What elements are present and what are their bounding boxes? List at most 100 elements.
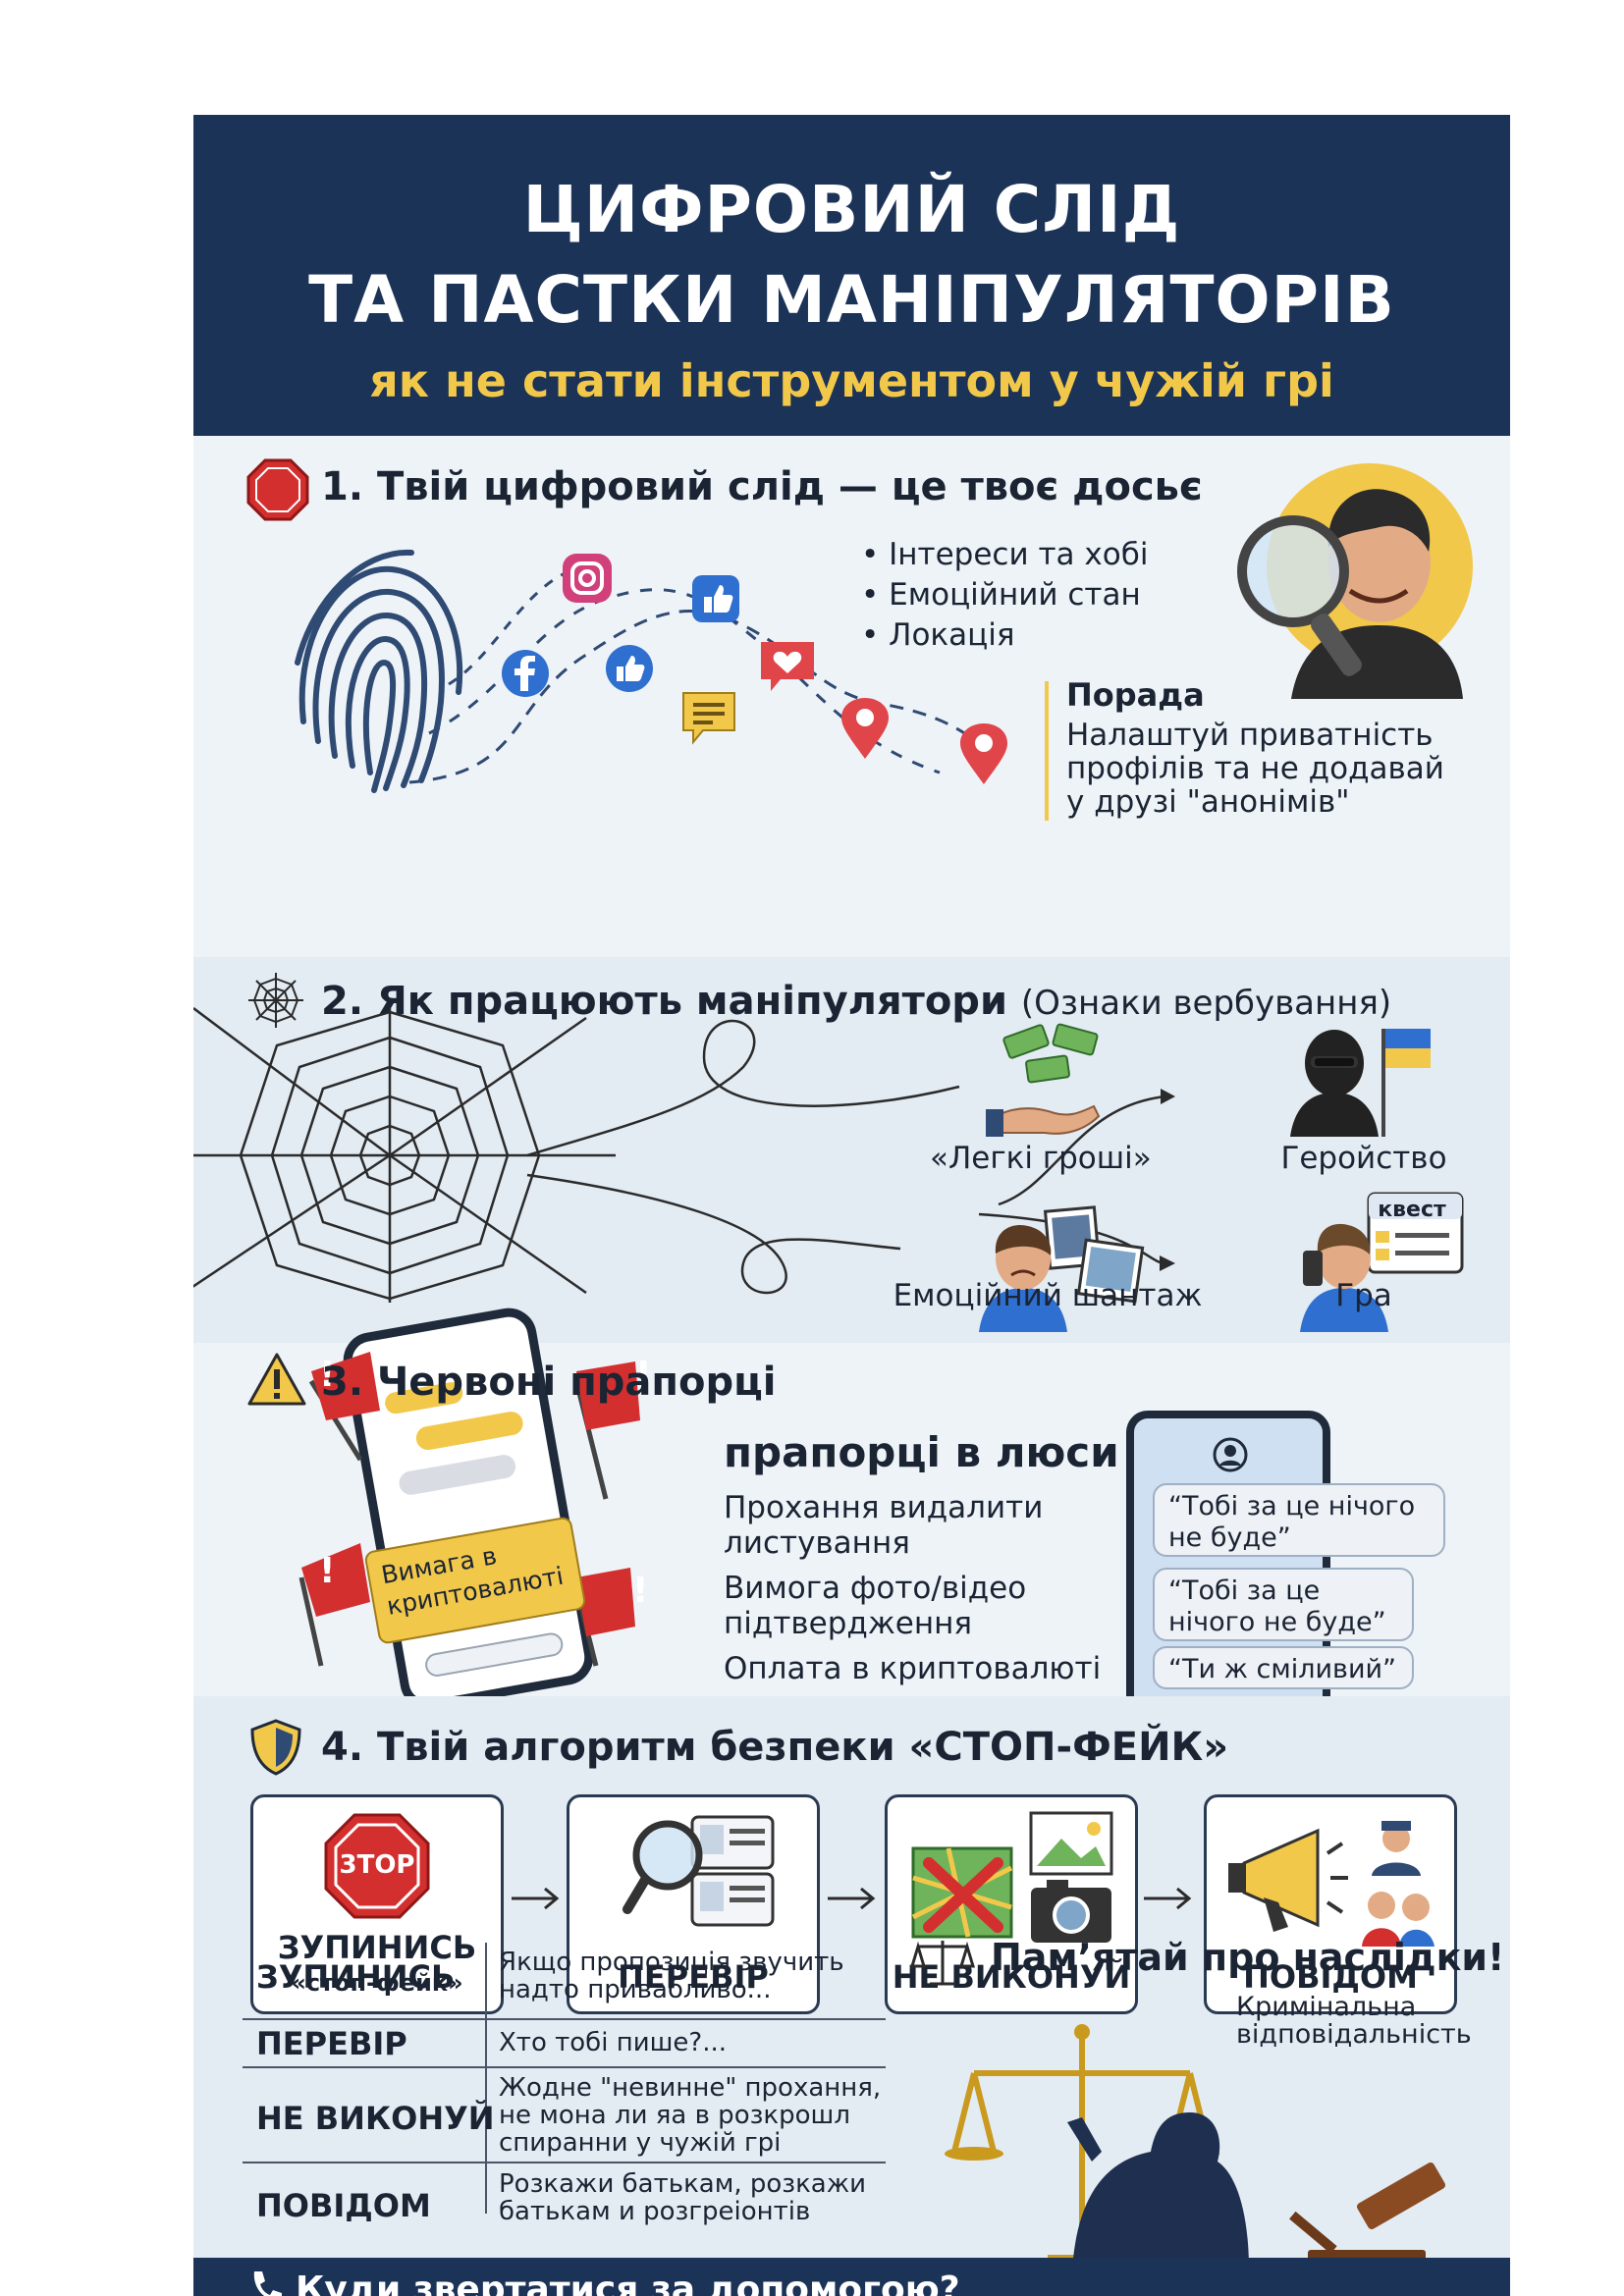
step-sublabel: «стоп-фейк»: [291, 1969, 463, 1997]
chat-line: нічого не буде”: [1168, 1607, 1386, 1637]
chat-line: “Тобі за це: [1168, 1575, 1321, 1606]
section2-title-text: 2. Як працюють маніпулятори: [321, 979, 1007, 1024]
masked-recruiter-flag-icon: [1290, 1029, 1431, 1137]
quest-label: квест: [1378, 1198, 1446, 1222]
bullet-item: • Емоційний стан: [861, 577, 1141, 613]
arrow-right-icon: [512, 1887, 560, 1910]
infographic-poster: ЦИФРОВИЙ СЛІД ТА ПАСТКИ МАНІПУЛЯТОРІВ як…: [193, 115, 1510, 2296]
chat-message-icon: [682, 692, 735, 745]
spiderweb-icon: [248, 973, 303, 1028]
step-card-verify: ПЕРЕВІР: [567, 1794, 820, 2014]
table-divider: [243, 2162, 886, 2163]
tip-title: Порада: [1066, 676, 1205, 714]
heart-message-icon: [761, 642, 814, 691]
chat-line: “Тобі за це нічого: [1168, 1491, 1416, 1522]
manipulator-magnifier-illustration: [1237, 463, 1473, 699]
consequences-line: відповідальність: [1236, 2019, 1472, 2050]
step-label: ЗУПИНИСЬ: [277, 1929, 477, 1966]
bullet-text: Локація: [889, 617, 1015, 653]
step-label: ПЕРЕВІР: [618, 1958, 769, 1996]
section2-title: 2. Як працюють маніпулятори (Ознаки верб…: [321, 979, 1391, 1024]
table-divider: [243, 2066, 886, 2068]
step-card-stop: 3TOP ЗУПИНИСЬ «стоп-фейк»: [250, 1794, 504, 2014]
tip-line: профілів та не додавай: [1066, 751, 1444, 786]
boy-phone-quest-icon: [1300, 1192, 1464, 1332]
stop-sign-icon: [324, 1813, 430, 1919]
caption-game: Гра: [1335, 1278, 1392, 1313]
table-key: НЕ ВИКОНУЙ: [256, 2100, 495, 2137]
red-flag-item-line: підтвердження: [724, 1606, 973, 1641]
title-line-1: ЦИФРОВИЙ СЛІД: [522, 172, 1181, 247]
table-key: ПЕРЕВІР: [256, 2025, 407, 2062]
table-key: ПОВІДОМ: [256, 2187, 431, 2224]
like-badge-icon: [692, 575, 739, 622]
spiderweb-illustration: [193, 1007, 960, 1303]
stop-octagon-icon: [246, 458, 309, 521]
phone-red-flags-illustration: [298, 1308, 640, 1710]
bullet-item: • Локація: [861, 617, 1015, 653]
facebook-icon: [502, 650, 549, 697]
table-value-line: Якщо пропозиція звучить: [499, 1948, 844, 1977]
user-avatar-icon: [1213, 1437, 1248, 1472]
section3-title: 3. Червоні прапорці: [321, 1360, 777, 1405]
stop-sign-text: 3TOP: [339, 1850, 415, 1880]
subtitle: як не стати інструментом у чужій грі: [369, 354, 1334, 407]
table-divider: [243, 2018, 886, 2020]
table-value-line: спиранни у чужій грі: [499, 2128, 782, 2158]
footer-text: Куди звертатися за допомогою?: [296, 2269, 960, 2296]
section2-title-note: (Ознаки вербування): [1020, 984, 1392, 1023]
money-hand-icon: [986, 1023, 1101, 1137]
title-line-2: ТА ПАСТКИ МАНІПУЛЯТОРІВ: [308, 262, 1395, 338]
magnifier-id-cards-icon: [623, 1815, 775, 1927]
table-value-line: Розкажи батькам, розкажи: [499, 2169, 867, 2199]
caption-easy-money: «Легкі гроші»: [930, 1141, 1152, 1176]
consequences-line: Кримінальна: [1236, 1992, 1417, 2022]
instagram-icon: [563, 554, 612, 603]
flag-exclamation-mark: !: [319, 1551, 336, 1591]
table-value-line: батькам и розгреіонтів: [499, 2197, 811, 2226]
arrow-right-icon: [828, 1887, 876, 1910]
flag-exclamation-mark: !: [635, 1355, 652, 1395]
flag-exclamation-mark: !: [319, 1355, 336, 1395]
consequences-title: Пам’ятай про наслідки!: [991, 1936, 1505, 1979]
section-how-manipulators-work: [193, 957, 1510, 1343]
chat-line: “Ти ж сміливий”: [1168, 1654, 1397, 1684]
tip-line: Налаштуй приватність: [1066, 718, 1434, 753]
justice-scales-gavel-illustration: [945, 2024, 1446, 2269]
scales-icon: [909, 1941, 976, 1986]
map-photo-camera-icon: [911, 1811, 1113, 1943]
header-banner: ЦИФРОВИЙ СЛІД ТА ПАСТКИ МАНІПУЛЯТОРІВ як…: [193, 115, 1510, 436]
like-circle-icon: [606, 645, 653, 692]
step-card-report: ПОВІДОМ: [1204, 1794, 1457, 2014]
phone-icon: [253, 2271, 282, 2296]
sad-child-photos-icon: [979, 1205, 1145, 1332]
red-flags-subheading: прапорці в люси: [724, 1428, 1119, 1476]
step-label: НЕ ВИКОНУЙ: [892, 1958, 1131, 1996]
bullet-item: • Інтереси та хобі: [861, 537, 1149, 572]
red-flag-item-line: Оплата в криптовалюті: [724, 1651, 1102, 1686]
flow-lines: [978, 1089, 1175, 1271]
location-pin-icon: [841, 698, 889, 759]
shield-icon: [250, 1719, 301, 1776]
chat-bubble: “Ти ж сміливий”: [1153, 1646, 1414, 1689]
caption-emotional-blackmail: Емоційний шантаж: [893, 1278, 1203, 1313]
table-value-line: Хто тобі пише?...: [499, 2028, 727, 2057]
step-card-do-not-execute: НЕ ВИКОНУЙ: [885, 1794, 1138, 2014]
section4-title: 4. Твій алгоритм безпеки «СТОП-ФЕЙК»: [321, 1725, 1229, 1770]
location-pin-icon-2: [960, 723, 1007, 784]
step-label: ПОВІДОМ: [1243, 1958, 1418, 1996]
bullet-text: Інтереси та хобі: [889, 537, 1149, 572]
chat-line: не буде”: [1168, 1522, 1291, 1553]
bullet-text: Емоційний стан: [889, 577, 1141, 613]
table-value-line: не мона ли яа в розкрошл: [499, 2101, 850, 2130]
table-value-line: Жодне "невинне" прохання,: [499, 2073, 882, 2103]
tip-accent-bar: [1045, 681, 1049, 821]
caption-heroism: Геройство: [1280, 1141, 1447, 1176]
red-flag-item-line: Прохання видалити: [724, 1490, 1044, 1525]
warning-triangle-icon: [247, 1353, 306, 1406]
table-divider-vertical: [485, 1943, 487, 2214]
red-flag-item-line: Вимога фото/відео: [724, 1571, 1027, 1606]
table-key: ЗУПИНИСЬ: [256, 1958, 456, 1996]
chat-bubble: “Тобі за це нічого не буде”: [1153, 1483, 1445, 1557]
footer-help-strip: Куди звертатися за допомогою?: [193, 2258, 1510, 2296]
